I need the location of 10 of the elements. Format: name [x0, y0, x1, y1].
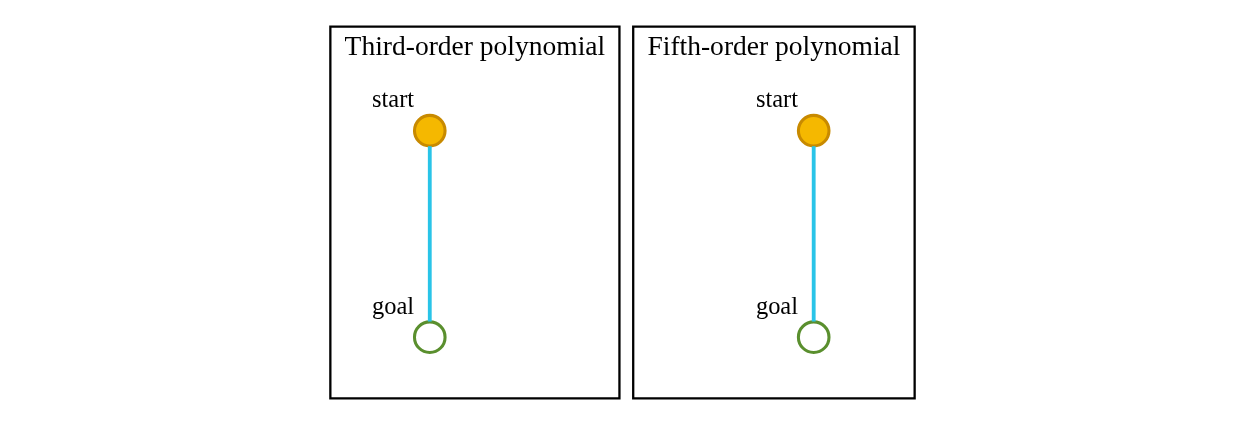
node-label: goal: [371, 291, 414, 319]
node-circle: [412, 113, 447, 148]
connector: [427, 146, 432, 322]
connector: [811, 146, 816, 322]
node-circle: [796, 320, 830, 354]
node-label: start: [755, 85, 798, 113]
node-label: goal: [755, 291, 798, 319]
node-circle: [412, 320, 447, 354]
node-label: start: [371, 85, 414, 113]
node-circle: [796, 113, 830, 148]
